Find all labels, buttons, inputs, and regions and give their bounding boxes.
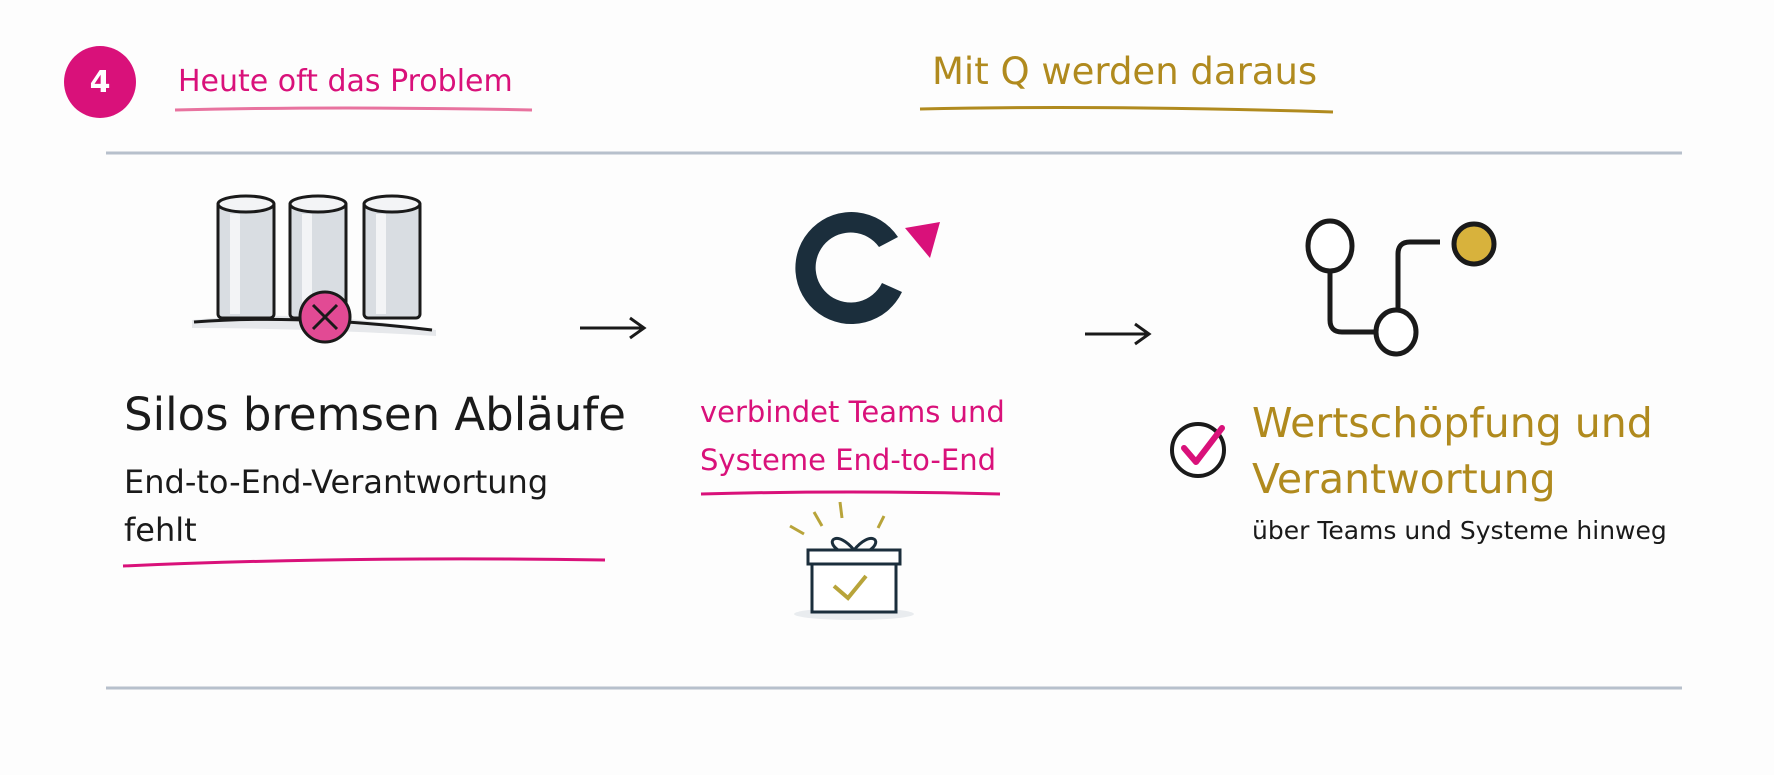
bridge-underline (700, 490, 1001, 496)
problem-underline (122, 557, 606, 568)
arrow-right-icon (580, 316, 647, 340)
blocked-x-icon (298, 290, 352, 344)
solution-header: Mit Q werden daraus (932, 50, 1318, 93)
solution-header-underline (919, 106, 1334, 114)
workflow-nodes-icon (1305, 218, 1497, 357)
problem-header: Heute oft das Problem (178, 64, 513, 99)
problem-header-underline (174, 106, 533, 112)
result-subtitle: über Teams und Systeme hinweg (1252, 516, 1667, 545)
problem-subtitle: End-to-End-Verantwortung fehlt (124, 458, 548, 554)
arrow-right-icon (1085, 322, 1152, 346)
problem-subtitle-line: End-to-End-Verantwortung (124, 463, 549, 501)
result-title-line: Verantwortung (1252, 455, 1556, 503)
bridge-text: verbindet Teams und Systeme End-to-End (700, 388, 1005, 484)
gift-box-icon (789, 501, 914, 620)
bridge-text-line: Systeme End-to-End (700, 443, 997, 477)
step-number-badge: 4 (64, 46, 136, 118)
problem-subtitle-line: fehlt (124, 511, 197, 549)
bridge-text-line: verbindet Teams und (700, 395, 1005, 429)
result-title-line: Wertschöpfung und (1252, 399, 1653, 447)
checkmark-circle-icon (1170, 422, 1226, 478)
result-title: Wertschöpfung und Verantwortung (1252, 395, 1653, 507)
problem-title: Silos bremsen Abläufe (124, 388, 626, 441)
q-logo-icon (795, 212, 940, 325)
